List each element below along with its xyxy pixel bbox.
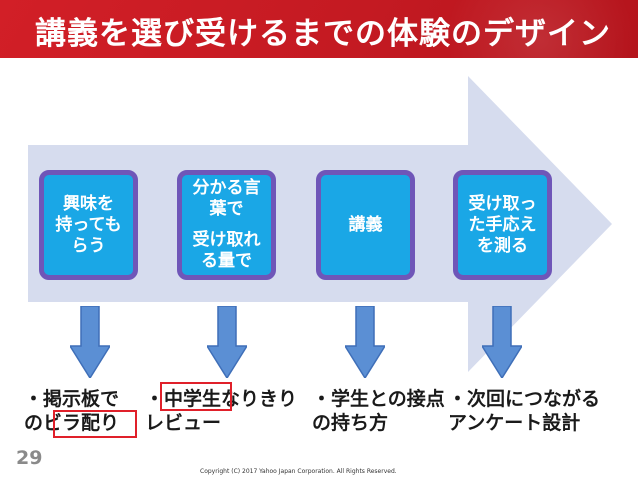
step-label-secondary: 受け取れ る量で [192,230,261,271]
step-label: 講義 [348,214,383,235]
title-banner: 講義を選び受けるまでの体験のデザイン [0,0,638,58]
result-text-review: ・中学生なりきり レビュー [145,388,298,434]
step-label: 分かる言 葉で [192,178,261,219]
step-label: 受け取っ た手応え を測る [468,193,537,256]
result-text-survey: ・次回につながる アンケート設計 [448,388,601,434]
down-arrow-icon [207,306,247,378]
page-number: 29 [16,447,43,469]
step-box-words: 分かる言 葉で 受け取れ る量で [177,170,276,280]
down-arrow-icon [345,306,385,378]
slide-title: 講義を選び受けるまでの体験のデザイン [35,16,611,52]
copyright-notice: Copyright (C) 2017 Yahoo Japan Corporati… [200,468,397,475]
down-arrow-icon [70,306,110,378]
highlight-box-flyer [53,410,137,438]
highlight-box-middle-school [160,382,232,411]
step-label: 興味を 持っても らう [55,193,122,256]
result-text-flyer: ・掲示板で のビラ配り [24,388,120,434]
step-box-interest: 興味を 持っても らう [39,170,138,280]
step-box-lecture: 講義 [316,170,415,280]
result-text-contact: ・学生との接点 の持ち方 [312,388,445,434]
down-arrow-icon [482,306,522,378]
step-box-feedback: 受け取っ た手応え を測る [453,170,552,280]
